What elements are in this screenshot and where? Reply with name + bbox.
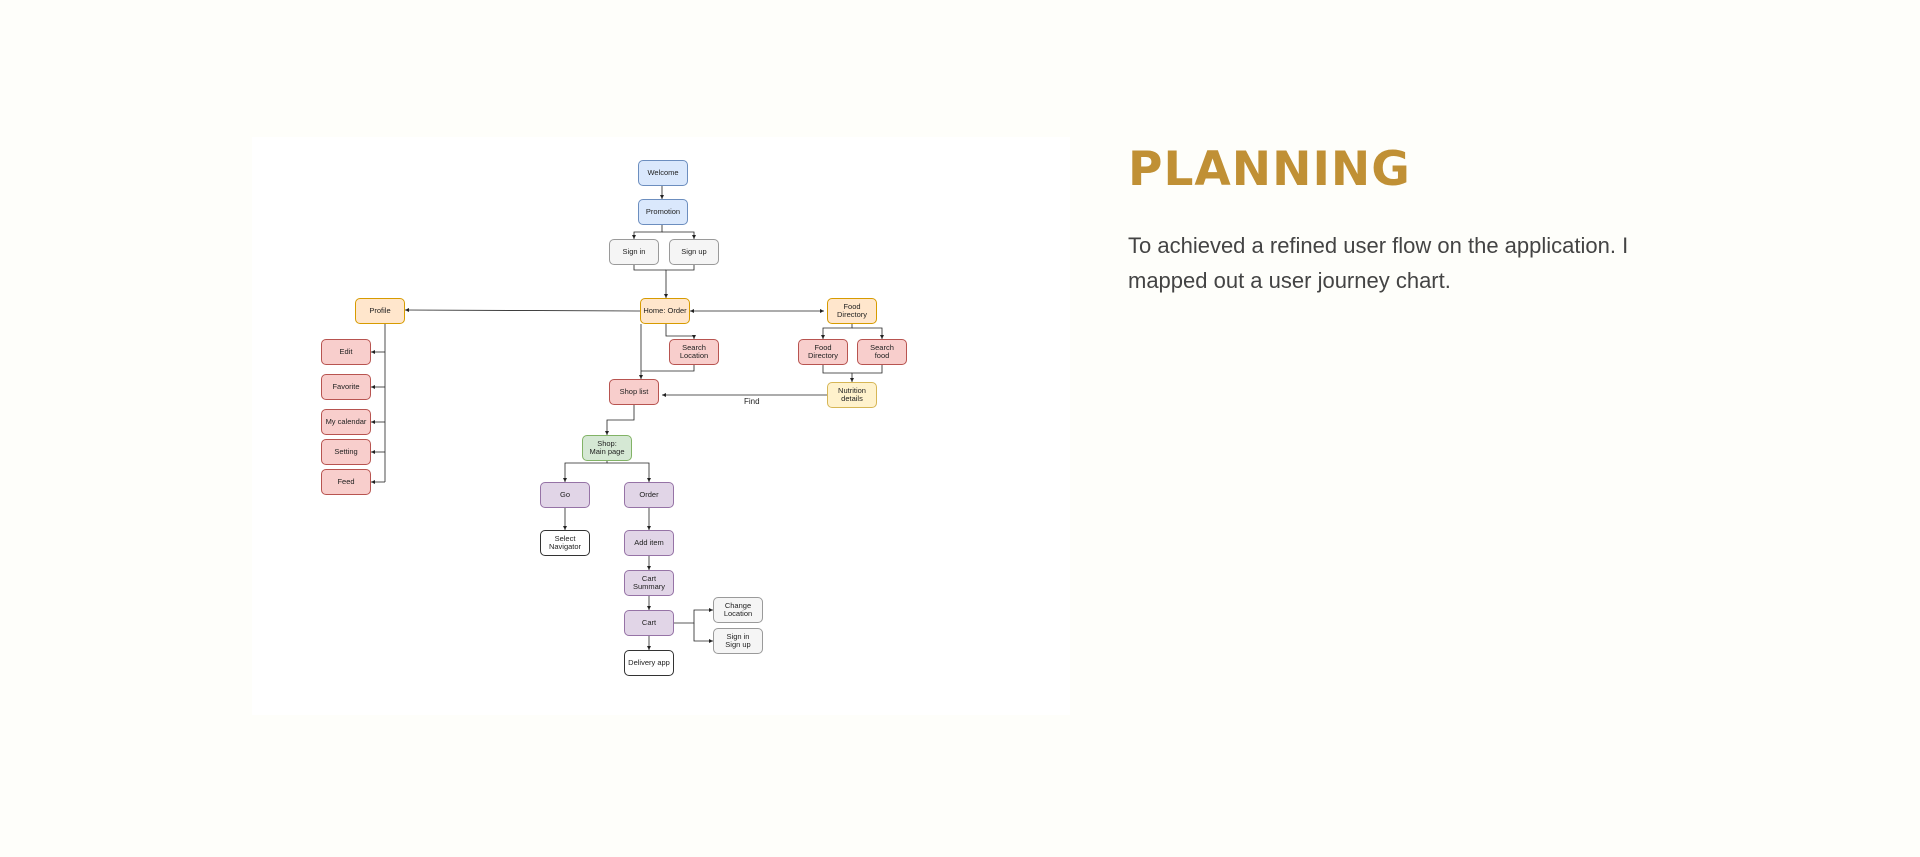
edge-shopmain-go (563, 461, 608, 482)
edge-fooddir-right (852, 327, 884, 339)
edge-promotion-signup (662, 231, 696, 239)
edge-promotion-signin (632, 225, 663, 239)
node-search-food: Search food (857, 339, 907, 365)
edge-cart-changeloc (674, 608, 713, 624)
node-promotion: Promotion (638, 199, 688, 225)
node-food-directory-top: Food Directory (827, 298, 877, 324)
node-change-location: Change Location (713, 597, 763, 623)
node-go: Go (540, 482, 590, 508)
edge-fooddir-left (821, 324, 853, 339)
node-select-navigator: Select Navigator (540, 530, 590, 556)
node-food-directory: Food Directory (798, 339, 848, 365)
page-description: To achieved a refined user flow on the a… (1128, 233, 1629, 293)
node-order: Order (624, 482, 674, 508)
connector-layer (371, 186, 884, 650)
node-sign-in-sign-up: Sign in Sign up (713, 628, 763, 654)
node-favorite: Favorite (321, 374, 371, 400)
node-nutrition-details: Nutrition details (827, 382, 877, 408)
node-setting: Setting (321, 439, 371, 465)
edge-home-profile (404, 308, 641, 313)
edge-searchloc-shoplist (641, 365, 695, 372)
edge-cart-signin (693, 623, 713, 643)
edge-shoplist-shopmain (605, 405, 635, 435)
edge-shopmain-order (607, 462, 651, 482)
node-feed: Feed (321, 469, 371, 495)
node-shop-list: Shop list (609, 379, 659, 405)
edge-searchfood-nutrition (850, 365, 883, 382)
node-welcome: Welcome (638, 160, 688, 186)
page-title: PLANNING (1128, 142, 1411, 197)
edge-label-find: Find (744, 397, 760, 406)
node-search-location: Search Location (669, 339, 719, 365)
node-cart: Cart (624, 610, 674, 636)
edge-signin-home (633, 265, 666, 271)
node-add-item: Add item (624, 530, 674, 556)
node-sign-up: Sign up (669, 239, 719, 265)
node-my-calendar: My calendar (321, 409, 371, 435)
node-sign-in: Sign in (609, 239, 659, 265)
node-cart-summary: Cart Summary (624, 570, 674, 596)
node-home-order: Home: Order (640, 298, 690, 324)
user-journey-diagram: Welcome Promotion Sign in Sign up Home: … (252, 137, 1070, 715)
edge-home-searchloc (665, 324, 696, 339)
edge-fooddir-nutrition (822, 365, 852, 374)
edge-signup-home (664, 265, 695, 298)
node-profile: Profile (355, 298, 405, 324)
node-shop-main-page: Shop: Main page (582, 435, 632, 461)
node-edit: Edit (321, 339, 371, 365)
node-delivery-app: Delivery app (624, 650, 674, 676)
